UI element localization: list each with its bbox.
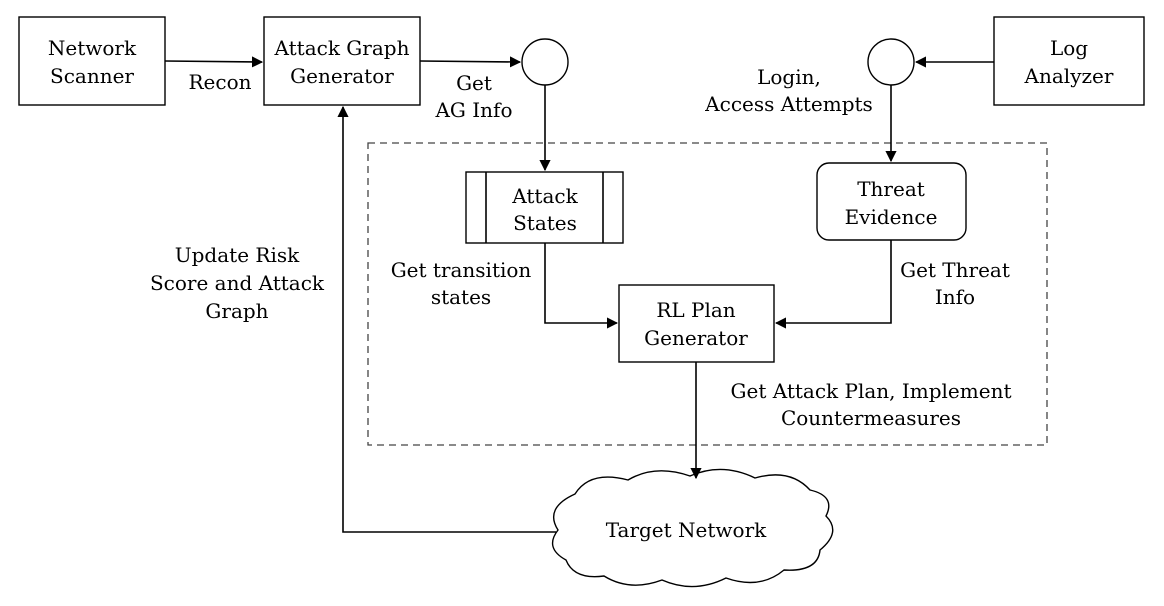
attack-graph-generator-label-line2: Generator	[290, 64, 394, 88]
log-analyzer-label-line2: Analyzer	[1024, 64, 1114, 88]
login-access-label-line2: Access Attempts	[704, 92, 873, 116]
ag-info-junction	[521, 38, 569, 86]
network-scanner-node: Network Scanner	[18, 16, 166, 106]
attack-graph-generator-node: Attack Graph Generator	[263, 16, 421, 106]
update-risk-arrow	[337, 105, 556, 533]
transition-states-label-line2: states	[431, 285, 491, 309]
threat-info-arrow	[774, 240, 892, 329]
log-analyzer-label-line1: Log	[1050, 36, 1088, 60]
network-scanner-label-line1: Network	[48, 36, 137, 60]
target-network-label: Target Network	[606, 518, 767, 542]
login-access-label-line1: Login,	[757, 65, 821, 89]
recon-arrow	[164, 56, 264, 68]
get-ag-info-label-line1: Get	[456, 71, 492, 95]
threat-evidence-label-line2: Evidence	[845, 205, 938, 229]
network-scanner-label-line2: Scanner	[50, 64, 134, 88]
recon-label: Recon	[188, 70, 251, 94]
rl-plan-generator-label-line2: Generator	[644, 326, 748, 350]
threat-info-label-line1: Get Threat	[900, 258, 1010, 282]
attack-plan-label-line1: Get Attack Plan, Implement	[731, 379, 1012, 403]
attack-plan-label-line2: Countermeasures	[781, 406, 961, 430]
get-ag-info-label-line2: AG Info	[434, 98, 512, 122]
threat-evidence-label-line1: Threat	[857, 177, 925, 201]
log-junction	[867, 38, 915, 86]
update-risk-label-line2: Score and Attack	[150, 271, 325, 295]
log-analyzer-node: Log Analyzer	[993, 16, 1145, 106]
rl-plan-generator-label-line1: RL Plan	[656, 298, 735, 322]
rl-plan-generator-node: RL Plan Generator	[618, 284, 775, 363]
attack-graph-generator-label-line1: Attack Graph	[274, 36, 410, 60]
ag-info-arrow	[419, 56, 522, 68]
threat-info-label-line2: Info	[935, 285, 975, 309]
update-risk-label-line1: Update Risk	[175, 243, 300, 267]
threat-evidence-node: Threat Evidence	[816, 162, 967, 241]
update-risk-label-line3: Graph	[205, 299, 268, 323]
transition-states-arrow	[544, 243, 619, 329]
attack-states-label-line1: Attack	[511, 184, 578, 208]
system-boundary	[367, 142, 1048, 446]
transition-states-label-line1: Get transition	[391, 258, 532, 282]
attack-states-label-line2: States	[513, 211, 577, 235]
target-network-node: Target Network	[551, 468, 834, 588]
attack-states-node: Attack States	[465, 171, 624, 244]
